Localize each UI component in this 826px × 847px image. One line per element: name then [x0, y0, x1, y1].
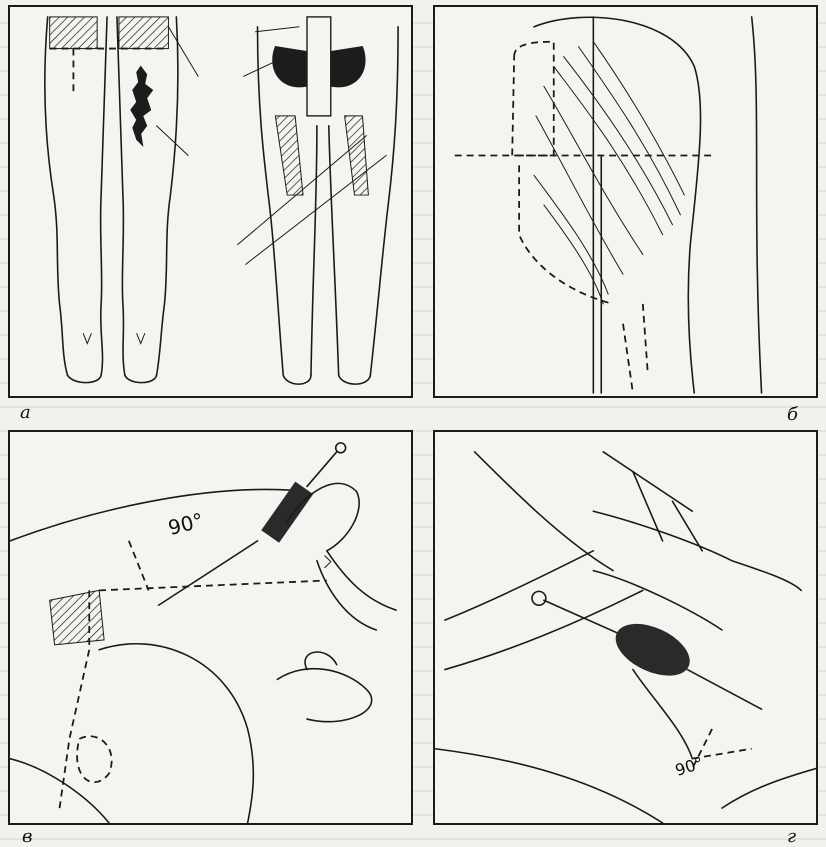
muscle-fibers [534, 42, 684, 304]
panel-a-legs-injection-zones [8, 5, 413, 398]
panel-caption-b: б [787, 404, 798, 425]
gluteal-illustration [435, 7, 816, 396]
back-pelvis-figure [238, 17, 398, 384]
injection-limb-illustration [435, 432, 816, 823]
panel-c-injection-gluteal: 90° [8, 430, 413, 825]
legs-illustration [10, 7, 411, 396]
panel-b-gluteal-quadrants [433, 5, 818, 398]
panel-caption-c: в [22, 826, 32, 847]
panel-caption-a: а [20, 402, 31, 423]
syringe-hand-c [159, 443, 397, 630]
panel-caption-d: г [787, 826, 796, 847]
injection-gluteal-illustration [10, 432, 411, 823]
front-legs-figure [45, 17, 198, 383]
syringe-hand-d [532, 571, 762, 759]
panel-d-injection-limb: 90° [433, 430, 818, 825]
